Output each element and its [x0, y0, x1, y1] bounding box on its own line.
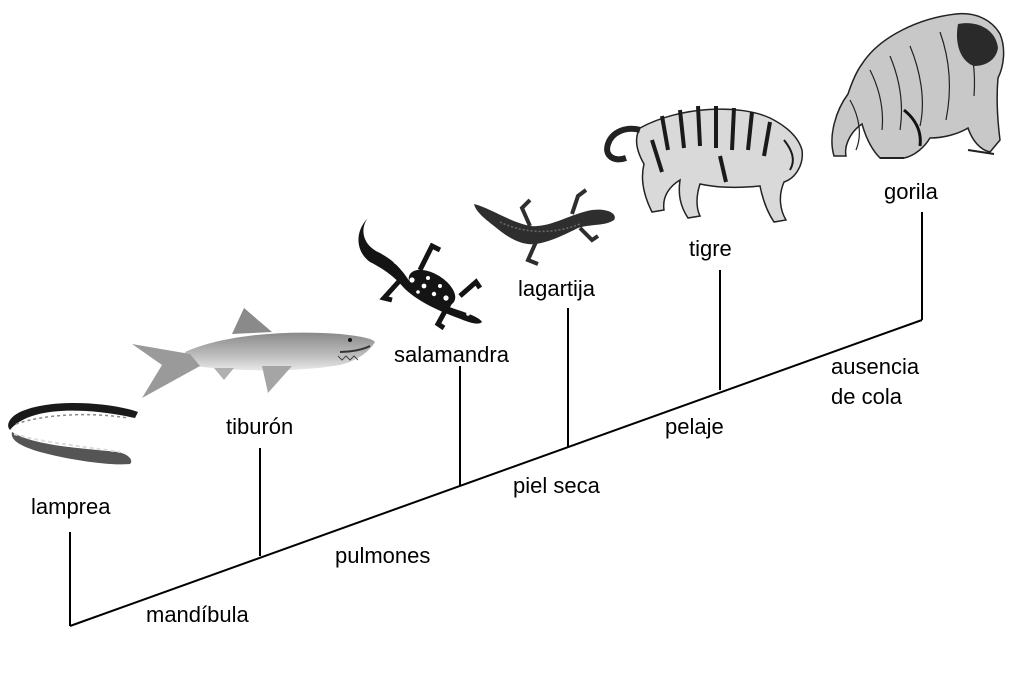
trait-label-pelaje: pelaje — [665, 414, 724, 439]
shark-illustration — [132, 308, 375, 398]
taxon-label-salamandra: salamandra — [394, 342, 510, 367]
trait-label-ausencia-line1: ausencia — [831, 354, 920, 379]
gorilla-illustration — [831, 12, 1005, 159]
taxon-label-gorila: gorila — [884, 179, 939, 204]
taxon-label-tiburon: tiburón — [226, 414, 293, 439]
tiger-illustration — [604, 105, 804, 223]
cladogram-main-line — [69, 319, 923, 627]
trait-label-piel-seca: piel seca — [513, 473, 601, 498]
taxon-label-tigre: tigre — [689, 236, 732, 261]
lamprey-illustration — [8, 402, 138, 465]
taxon-label-lamprea: lamprea — [31, 494, 111, 519]
trait-label-mandibula: mandíbula — [146, 602, 250, 627]
taxon-label-lagartija: lagartija — [518, 276, 596, 301]
salamander-illustration — [358, 218, 483, 331]
lizard-illustration — [474, 188, 615, 266]
trait-label-ausencia-line2: de cola — [831, 384, 903, 409]
trait-label-pulmones: pulmones — [335, 543, 430, 568]
